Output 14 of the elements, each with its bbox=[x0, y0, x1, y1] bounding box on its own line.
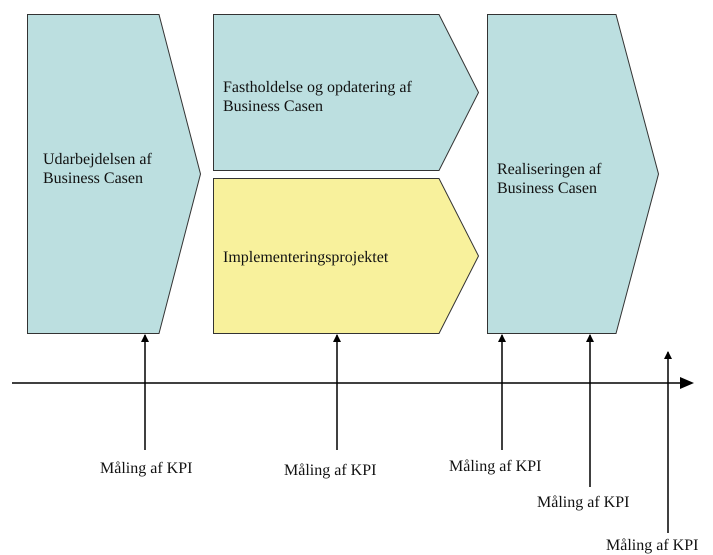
measurement-label: Måling af KPI bbox=[284, 462, 376, 479]
arrow bbox=[498, 334, 506, 450]
measurement-label: Måling af KPI bbox=[100, 460, 192, 477]
arrow bbox=[333, 334, 341, 450]
arrow bbox=[664, 351, 672, 533]
measurement-label: Måling af KPI bbox=[537, 494, 630, 511]
measurement-label: Måling af KPI bbox=[606, 537, 698, 554]
phase-label: Realiseringen af Business Casen bbox=[497, 160, 602, 198]
phase-label: Implementeringsprojektet bbox=[223, 248, 390, 267]
phase-label: Fastholdelse og opdatering af Business Casen bbox=[223, 78, 413, 116]
phase-label: Udarbejdelsen af Business Casen bbox=[43, 150, 153, 188]
measurement-label: Måling af KPI bbox=[449, 458, 542, 475]
arrow bbox=[586, 334, 594, 487]
arrow bbox=[141, 334, 149, 450]
